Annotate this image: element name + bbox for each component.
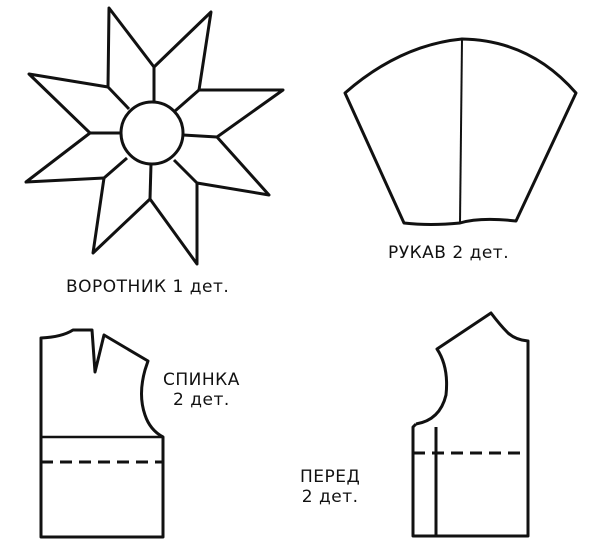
back-label: СПИНКА 2 дет. [163, 370, 240, 410]
back-label-name: СПИНКА [163, 370, 240, 390]
collar-center-circle [119, 100, 185, 166]
sleeve-piece [343, 37, 578, 226]
front-piece [411, 311, 530, 538]
collar-piece [24, 6, 285, 266]
front-label-name: ПЕРЕД [300, 467, 361, 487]
back-label-count: 2 дет. [173, 390, 230, 410]
collar-star-outline [24, 6, 285, 266]
collar-label: ВОРОТНИК 1 дет. [66, 277, 230, 297]
front-label-count: 2 дет. [301, 487, 359, 507]
front-label: ПЕРЕД 2 дет. [300, 467, 360, 507]
back-piece [39, 328, 165, 539]
sleeve-label: РУКАВ 2 дет. [388, 243, 510, 263]
